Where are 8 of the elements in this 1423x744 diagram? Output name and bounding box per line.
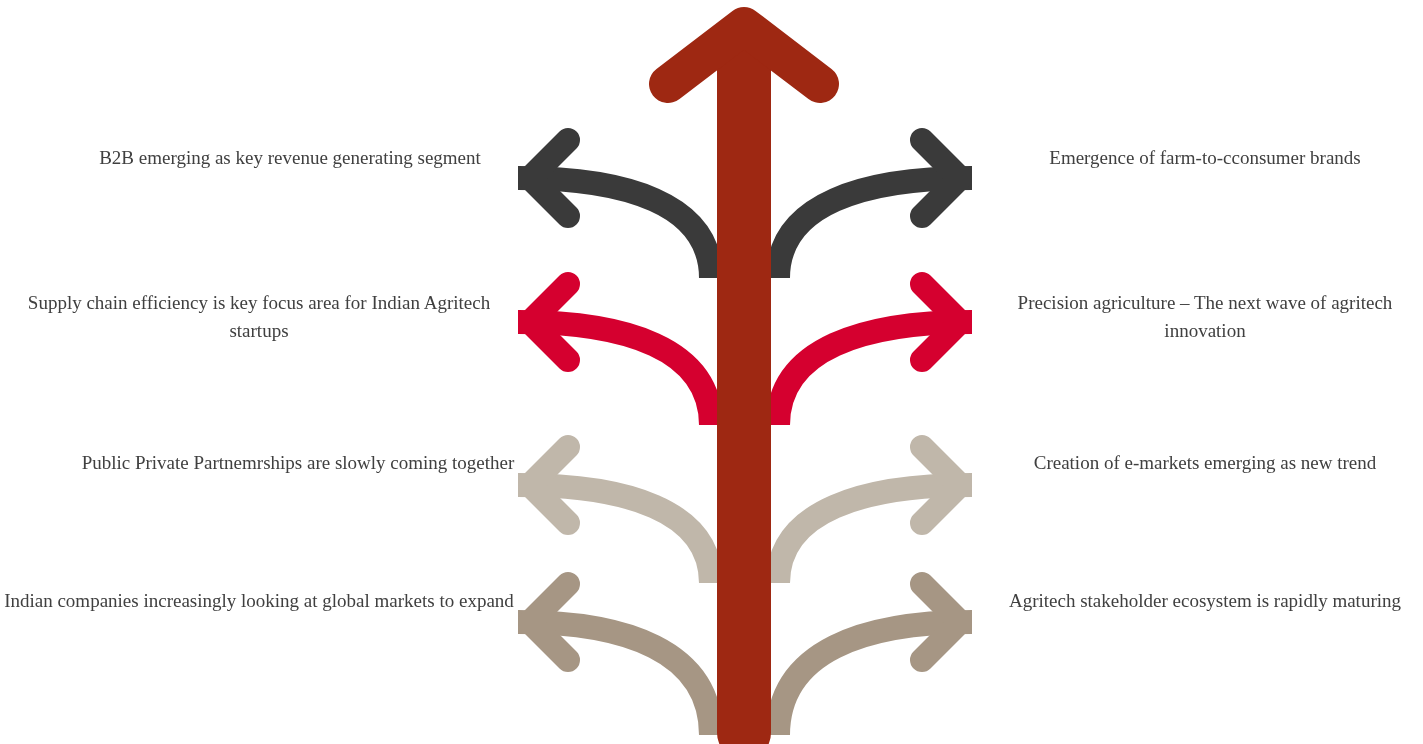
trend-text: Precision agriculture – The next wave of agritech innovation [1016, 291, 1394, 343]
trend-text: Agritech stakeholder ecosystem is rapidly maturing [1007, 589, 1402, 613]
trend-text: Emergence of farm-to-cconsumer brands [1048, 146, 1362, 170]
trend-text: Creation of e-markets emerging as new trend [1032, 451, 1378, 475]
trend-text: B2B emerging as key revenue generating segment [98, 146, 482, 170]
trend-text: Indian companies increasingly looking at global markets to expand [3, 589, 515, 613]
trend-text: Public Private Partnemrships are slowly coming together [80, 451, 516, 475]
trend-text: Supply chain efficiency is key focus area for Indian Agritech startups [26, 291, 492, 343]
